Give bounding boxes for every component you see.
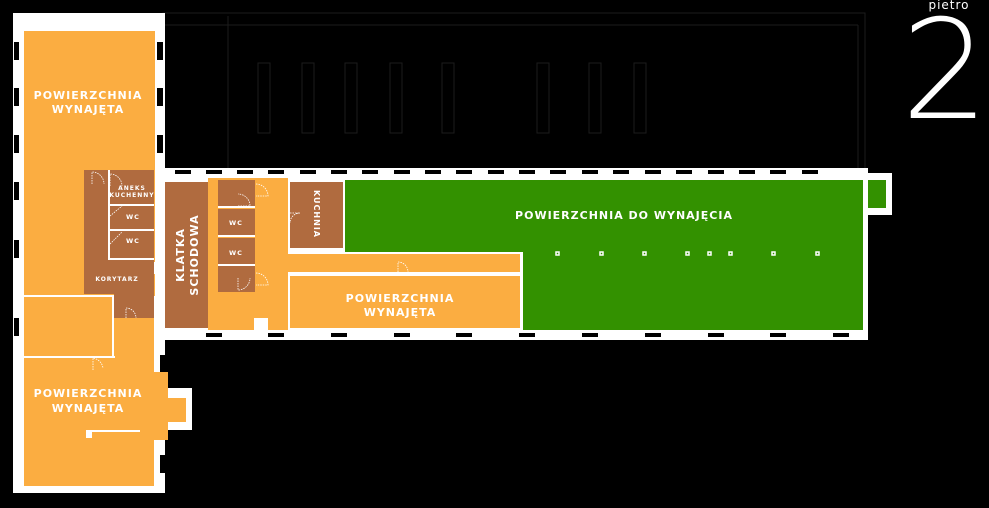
rented-middle-label-2: WYNAJĘTA [364, 306, 437, 319]
brown-dividers [108, 170, 255, 274]
klatka-area [165, 182, 208, 328]
background-outline [162, 12, 866, 171]
kuchnia-label: KUCHNIA [312, 190, 321, 238]
klatka-label-1: KLATKA [174, 228, 187, 282]
rented-middle-label-1: POWIERZCHNIA [346, 292, 455, 305]
floor-indicator: pietro 2 [901, 0, 989, 140]
rented-middle-area [290, 276, 520, 328]
klatka-label-2: SCHODOWA [188, 214, 201, 295]
kuchnia-area [290, 182, 343, 248]
available-label: POWIERZCHNIA DO WYNAJĘCIA [515, 209, 733, 222]
window-marks [14, 42, 849, 473]
korytarz-area [84, 170, 154, 294]
floor-number: 2 [901, 0, 989, 151]
wc3-area [218, 209, 255, 235]
wc4-label: WC [229, 249, 243, 257]
available-area [345, 180, 886, 330]
korytarz-label: KORYTARZ [95, 276, 138, 283]
aneks-label-1: ANEKS [118, 185, 146, 192]
wc3-label: WC [229, 219, 243, 227]
rented-top-left-label-2: WYNAJĘTA [52, 103, 125, 116]
columns [555, 251, 820, 256]
rented-top-left-label-1: POWIERZCHNIA [34, 89, 143, 102]
wc2-label: WC [126, 237, 140, 245]
floor-word: pietro [928, 0, 970, 12]
room-labels: POWIERZCHNIA WYNAJĘTA POWIERZCHNIA WYNAJ… [34, 89, 733, 415]
rented-bottom-left-label-2: WYNAJĘTA [52, 402, 125, 415]
wc4-area [218, 238, 255, 264]
door-swings [91, 171, 409, 370]
common-areas [84, 170, 343, 328]
rented-bottom-left-area [24, 356, 154, 486]
aneks-label-2: KUCHENNY [109, 192, 154, 199]
rented-bottom-left-label-1: POWIERZCHNIA [34, 387, 143, 400]
wc1-label: WC [126, 213, 140, 221]
